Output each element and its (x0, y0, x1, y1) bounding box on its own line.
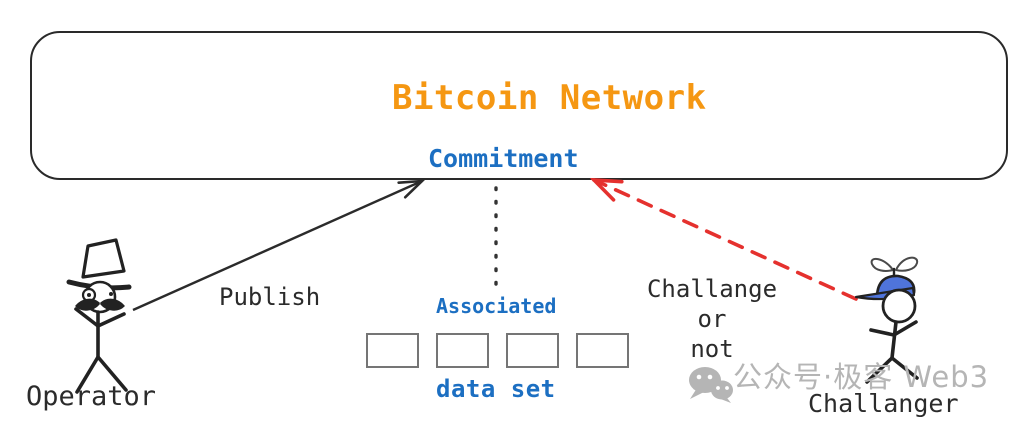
data-set-caption: data set (436, 375, 556, 403)
challenge-or-not-label: Challange or not (646, 275, 778, 363)
bitcoin-network-box: Bitcoin Network Commitment (30, 31, 1008, 180)
wechat-icon (689, 367, 733, 403)
data-box-row (366, 333, 629, 368)
network-title: Bitcoin Network (392, 78, 707, 118)
watermark-text: 公众号·极客 Web3 (733, 360, 990, 394)
challenger-label: Challanger (808, 389, 959, 418)
challenge-arrow (594, 180, 858, 301)
data-box (506, 333, 559, 368)
data-box (366, 333, 419, 368)
propeller-cap-stick-figure-icon (854, 256, 919, 384)
publish-arrow (132, 181, 422, 312)
associated-caption: Associated (436, 294, 557, 318)
top-hat-stick-figure-icon (66, 238, 132, 394)
commitment-label: Commitment (428, 144, 579, 173)
publish-label: Publish (219, 283, 321, 311)
operator-label: Operator (26, 381, 157, 412)
data-box (576, 333, 629, 368)
data-box (436, 333, 489, 368)
